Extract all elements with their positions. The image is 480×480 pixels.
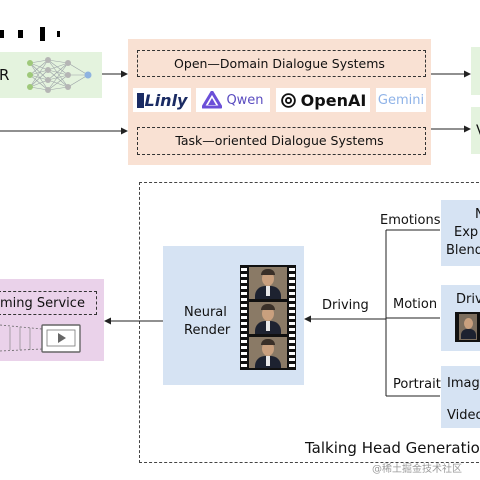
portrait-box-line2: Video [447, 408, 480, 423]
top-left-dash-marks [0, 27, 60, 41]
open-domain-label: Open—Domain Dialogue Systems [174, 56, 385, 71]
driving-motion-box: Driv [441, 285, 480, 351]
open-domain-box [137, 50, 426, 77]
emotion-box-line1: N [475, 207, 480, 222]
right-bottom-partial-label: V [476, 124, 480, 138]
arrow-left-to-task [0, 127, 128, 135]
motion-label: Motion [393, 297, 438, 312]
task-oriented-label: Task—oriented Dialogue Systems [175, 133, 384, 148]
asr-box: R [0, 52, 102, 98]
portrait-frame-3 [249, 337, 287, 368]
film-strip [240, 265, 296, 370]
arrow-llm-to-right-top [431, 70, 471, 78]
emotions-label: Emotions [380, 213, 441, 228]
emotion-box-line2: Exp [454, 225, 479, 240]
portrait-box-line1: Image [447, 376, 480, 391]
openai-icon [280, 92, 296, 108]
driving-label: Driving [322, 298, 369, 313]
branch-connector [385, 229, 440, 397]
neural-network-icon [27, 57, 92, 93]
asr-partial-label: R [0, 66, 10, 84]
right-top-green-box [471, 47, 480, 95]
watermark: @稀土掘金技术社区 [372, 464, 462, 475]
portrait-input-box: Image Video [441, 366, 480, 428]
talking-head-container [139, 182, 480, 463]
streaming-service-box: ming Service [0, 279, 104, 361]
portrait-frame-2 [249, 302, 287, 334]
streaming-service-label: ming Service [0, 296, 85, 311]
linly-logo: Linly [133, 88, 191, 112]
gemini-logo: Gemini [376, 88, 426, 112]
task-oriented-box [137, 127, 426, 155]
screen-projection-icon [0, 324, 81, 353]
motion-box-line: Driv [456, 292, 480, 307]
neural-render-line2: Render [184, 323, 231, 338]
qwen-logo: Qwen [196, 88, 270, 112]
emotion-expression-box: N Exp Blend [441, 200, 480, 266]
arrow-asr-to-llm [102, 70, 128, 78]
arrow-driving-to-render [304, 315, 386, 323]
openai-logo: OpenAI [276, 88, 370, 112]
qwen-icon [202, 91, 223, 109]
driving-video-thumbnail [455, 312, 480, 342]
arrow-render-to-service [104, 317, 164, 325]
emotion-box-line3: Blend [446, 243, 480, 258]
arrow-llm-to-right-bottom [431, 125, 471, 133]
neural-render-line1: Neural [184, 305, 227, 320]
streaming-service-inner [0, 291, 97, 315]
talking-head-title: Talking Head Generation [305, 439, 480, 457]
right-bottom-green-box: V [471, 107, 480, 154]
portrait-frame-1 [249, 267, 287, 299]
linly-icon [136, 92, 144, 108]
portrait-label: Portrait [393, 377, 441, 392]
